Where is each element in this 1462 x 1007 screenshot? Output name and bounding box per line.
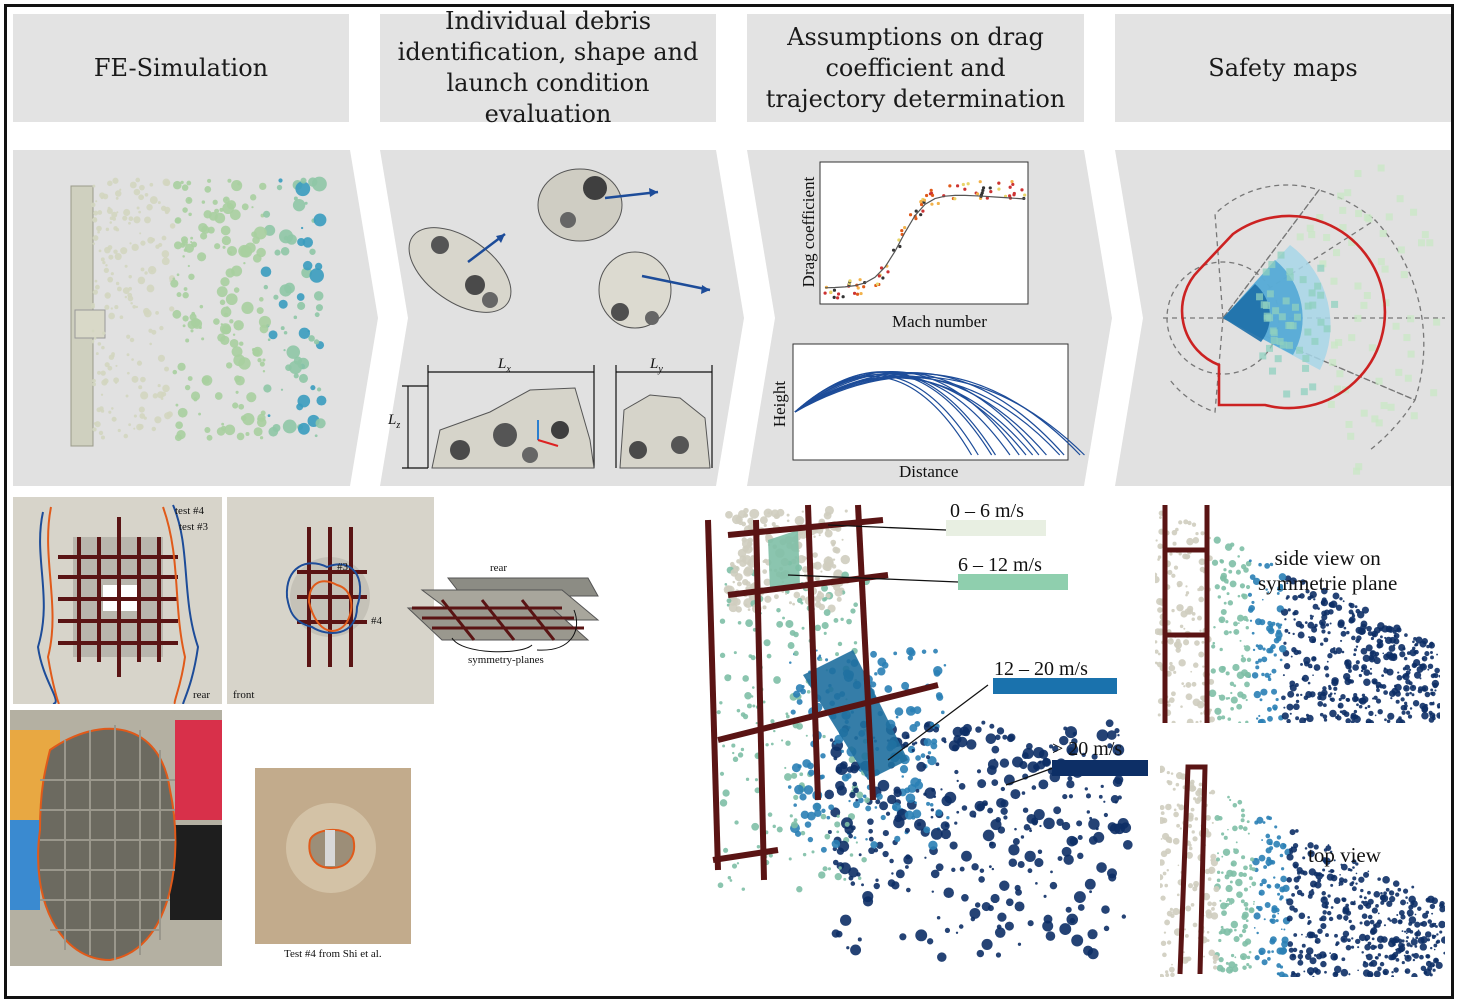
lx-label: Lx	[498, 356, 511, 375]
top-view-image	[1160, 762, 1445, 977]
top-view-label: top view	[1308, 843, 1381, 867]
slab-rear-label: rear	[490, 562, 508, 574]
safety-map-panel	[1115, 150, 1451, 486]
debris-section-views	[431, 387, 711, 469]
trajectory-xlabel: Distance	[899, 462, 959, 481]
debris-image	[402, 168, 713, 469]
legend-swatch-3	[1052, 760, 1148, 776]
legend-label-1: 6 – 12 m/s	[958, 554, 1042, 576]
legend-label-0: 0 – 6 m/s	[950, 500, 1024, 522]
test3-label: test #3	[179, 521, 209, 533]
rebar-cage	[705, 504, 939, 881]
debris-fragment-1	[408, 227, 512, 313]
experiment-photo-front	[255, 768, 411, 944]
front-label: front	[233, 689, 255, 701]
trajectory-lines	[794, 371, 1085, 456]
experiment-photo-rear	[10, 710, 222, 966]
debris-fragment-2	[537, 168, 659, 242]
legend-label-2: 12 – 20 m/s	[994, 658, 1088, 680]
legend-leader-lines	[787, 524, 1054, 786]
dimension-lines	[402, 365, 713, 469]
side-view-label: side view on symmetrie plane	[1258, 546, 1398, 595]
legend-swatch-2	[993, 678, 1117, 694]
fe-simulation-image	[70, 176, 327, 447]
plots-image	[792, 161, 1085, 461]
side-view-image	[1155, 505, 1440, 723]
debris-panel: Lx Ly Lz	[380, 150, 744, 486]
lz-label: Lz	[388, 412, 401, 431]
rear-label: rear	[193, 689, 211, 701]
drag-plot-frame	[819, 161, 1029, 305]
drag-xlabel: Mach number	[892, 312, 987, 331]
photo-caption: Test #4 from Shi et al.	[284, 948, 382, 960]
stage-header-fe-simulation: FE-Simulation	[13, 14, 349, 122]
slab-symmetry-view: rear symmetry-planes	[402, 560, 602, 670]
drag-trajectory-panel: Mach number Drag coefficient Distance He…	[747, 150, 1112, 486]
debris-fragment-3	[598, 251, 711, 329]
figure-frame	[4, 4, 1454, 999]
symmetry-planes-label: symmetry-planes	[468, 654, 544, 666]
test4-label: test #4	[175, 505, 205, 517]
stage-header-drag-trajectory: Assumptions on drag coefficient and traj…	[747, 14, 1084, 122]
safety-scatter-cells	[1256, 164, 1441, 475]
ly-label: Ly	[650, 356, 663, 375]
legend-swatch-0	[946, 520, 1046, 536]
safety-map-image	[1163, 164, 1445, 475]
legend-label-3: > 20 m/s	[1052, 738, 1123, 760]
front-test4-label: #4	[371, 615, 382, 627]
front-test3-label: #3	[337, 561, 348, 573]
validation-front-panel: #3 #4 front	[227, 497, 434, 704]
drag-curve	[824, 194, 1026, 289]
trajectory-ylabel: Height	[770, 380, 789, 428]
legend-swatch-1	[958, 574, 1068, 590]
stage-header-debris-identification: Individual debris identification, shape …	[380, 7, 716, 128]
validation-rear-panel: test #4 test #3 rear	[13, 497, 222, 704]
drag-ylabel: Drag coefficient	[799, 176, 818, 288]
stage-header-safety-maps: Safety maps	[1115, 14, 1451, 122]
fe-simulation-panel	[13, 150, 378, 486]
safety-boundary-line	[1180, 214, 1387, 410]
drag-coefficient-points	[823, 179, 1027, 300]
debris-velocity-3d-view: 0 – 6 m/s 6 – 12 m/s 12 – 20 m/s > 20 m/…	[688, 500, 1148, 990]
